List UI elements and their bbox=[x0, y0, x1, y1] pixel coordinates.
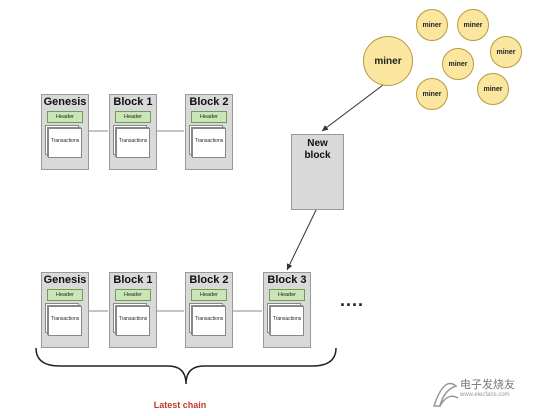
transactions-stack: Transactions bbox=[113, 125, 150, 158]
main-miner: miner bbox=[363, 36, 413, 86]
transactions-label: Transactions bbox=[194, 138, 224, 144]
new-block-title: New block bbox=[292, 138, 343, 162]
block-title: Block 2 bbox=[189, 96, 229, 108]
block-header: Header bbox=[191, 289, 227, 301]
new-block-title-line2: block bbox=[304, 150, 331, 161]
top-block-genesis: Genesis Header Transactions bbox=[41, 94, 89, 170]
top-block-2: Block 2 Header Transactions bbox=[185, 94, 233, 170]
miner-node: miner bbox=[457, 9, 489, 41]
block-title: Block 3 bbox=[267, 274, 307, 286]
top-block-1: Block 1 Header Transactions bbox=[109, 94, 157, 170]
watermark: 电子发烧友 www.elecfans.com bbox=[430, 372, 540, 416]
miner-node: miner bbox=[442, 48, 474, 80]
watermark-text: 电子发烧友 bbox=[460, 379, 515, 391]
block-header: Header bbox=[191, 111, 227, 123]
miner-node: miner bbox=[416, 9, 448, 41]
block-title: Genesis bbox=[43, 96, 87, 108]
transactions-label: Transactions bbox=[50, 138, 80, 144]
block-title: Block 2 bbox=[189, 274, 229, 286]
chain-continuation-ellipsis: .... bbox=[340, 290, 365, 310]
block-title: Genesis bbox=[43, 274, 87, 286]
transactions-stack: Transactions bbox=[267, 303, 304, 336]
transactions-stack: Transactions bbox=[189, 125, 226, 158]
latest-chain-caption: Latest chain bbox=[153, 400, 207, 410]
miner-node: miner bbox=[416, 78, 448, 110]
miner-node: miner bbox=[477, 73, 509, 105]
transactions-stack: Transactions bbox=[45, 125, 82, 158]
block-header: Header bbox=[115, 289, 151, 301]
bottom-block-3: Block 3 Header Transactions bbox=[263, 272, 311, 348]
watermark-url: www.elecfans.com bbox=[460, 392, 510, 398]
transactions-label: Transactions bbox=[50, 316, 80, 322]
block-header: Header bbox=[269, 289, 305, 301]
miner-node: miner bbox=[490, 36, 522, 68]
newblock-arrow bbox=[286, 207, 318, 271]
bottom-block-2: Block 2 Header Transactions bbox=[185, 272, 233, 348]
new-block: New block bbox=[291, 134, 344, 210]
block-title: Block 1 bbox=[113, 274, 153, 286]
miner-arrow bbox=[321, 81, 388, 132]
transactions-stack: Transactions bbox=[45, 303, 82, 336]
bottom-block-1: Block 1 Header Transactions bbox=[109, 272, 157, 348]
transactions-stack: Transactions bbox=[189, 303, 226, 336]
block-header: Header bbox=[115, 111, 151, 123]
transactions-label: Transactions bbox=[194, 316, 224, 322]
block-title: Block 1 bbox=[113, 96, 153, 108]
transactions-stack: Transactions bbox=[113, 303, 150, 336]
transactions-label: Transactions bbox=[272, 316, 302, 322]
transactions-label: Transactions bbox=[118, 316, 148, 322]
block-header: Header bbox=[47, 289, 83, 301]
latest-chain-brace bbox=[35, 347, 337, 385]
watermark-logo-icon bbox=[432, 382, 459, 407]
new-block-title-line1: New bbox=[307, 138, 328, 149]
bottom-block-genesis: Genesis Header Transactions bbox=[41, 272, 89, 348]
block-header: Header bbox=[47, 111, 83, 123]
transactions-label: Transactions bbox=[118, 138, 148, 144]
